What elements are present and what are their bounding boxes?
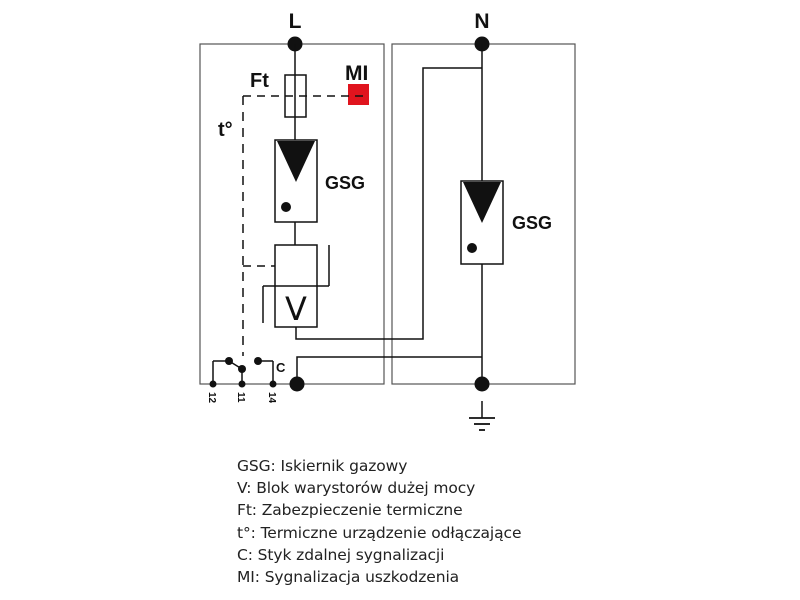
terminal-label-l: L — [289, 10, 302, 33]
legend: GSG: Iskiernik gazowy V: Blok warystorów… — [237, 455, 521, 588]
remote-contact-label: C — [276, 360, 286, 375]
terminal-label-n: N — [474, 10, 489, 33]
ground-icon — [469, 401, 495, 431]
pin-label-12: 12 — [206, 392, 217, 404]
pin-label-11: 11 — [235, 392, 246, 403]
pe-wire — [296, 356, 482, 383]
legend-item-gsg: GSG: Iskiernik gazowy — [237, 457, 408, 475]
legend-item-t: t°: Termiczne urządzenie odłączające — [237, 523, 522, 542]
gdt-left-dot — [281, 202, 291, 212]
gdt-left-label: GSG — [325, 173, 365, 193]
thermal-fuse-label: Ft — [250, 70, 269, 92]
gdt-right-triangle — [463, 182, 501, 223]
gdt-right-dot — [467, 243, 477, 253]
legend-item-c: C: Styk zdalnej sygnalizacji — [237, 545, 445, 564]
legend-item-v: V: Blok warystorów dużej mocy — [237, 479, 476, 498]
fault-indicator — [348, 84, 369, 105]
gdt-left-triangle — [277, 141, 315, 182]
pin-label-14: 14 — [266, 392, 277, 404]
terminal-pe-right-dot — [474, 376, 490, 392]
remote-contact — [209, 357, 277, 388]
terminal-pe-left-dot — [289, 376, 305, 392]
varistor-label: V — [285, 290, 307, 328]
fault-indicator-label: MI — [345, 62, 368, 85]
gdt-right-label: GSG — [512, 213, 552, 233]
thermal-disconnector-label: t° — [218, 119, 233, 141]
legend-item-ft: Ft: Zabezpieczenie termiczne — [237, 501, 463, 520]
legend-item-mi: MI: Sygnalizacja uszkodzenia — [237, 568, 460, 587]
varistor-to-neutral-wire — [295, 67, 482, 340]
